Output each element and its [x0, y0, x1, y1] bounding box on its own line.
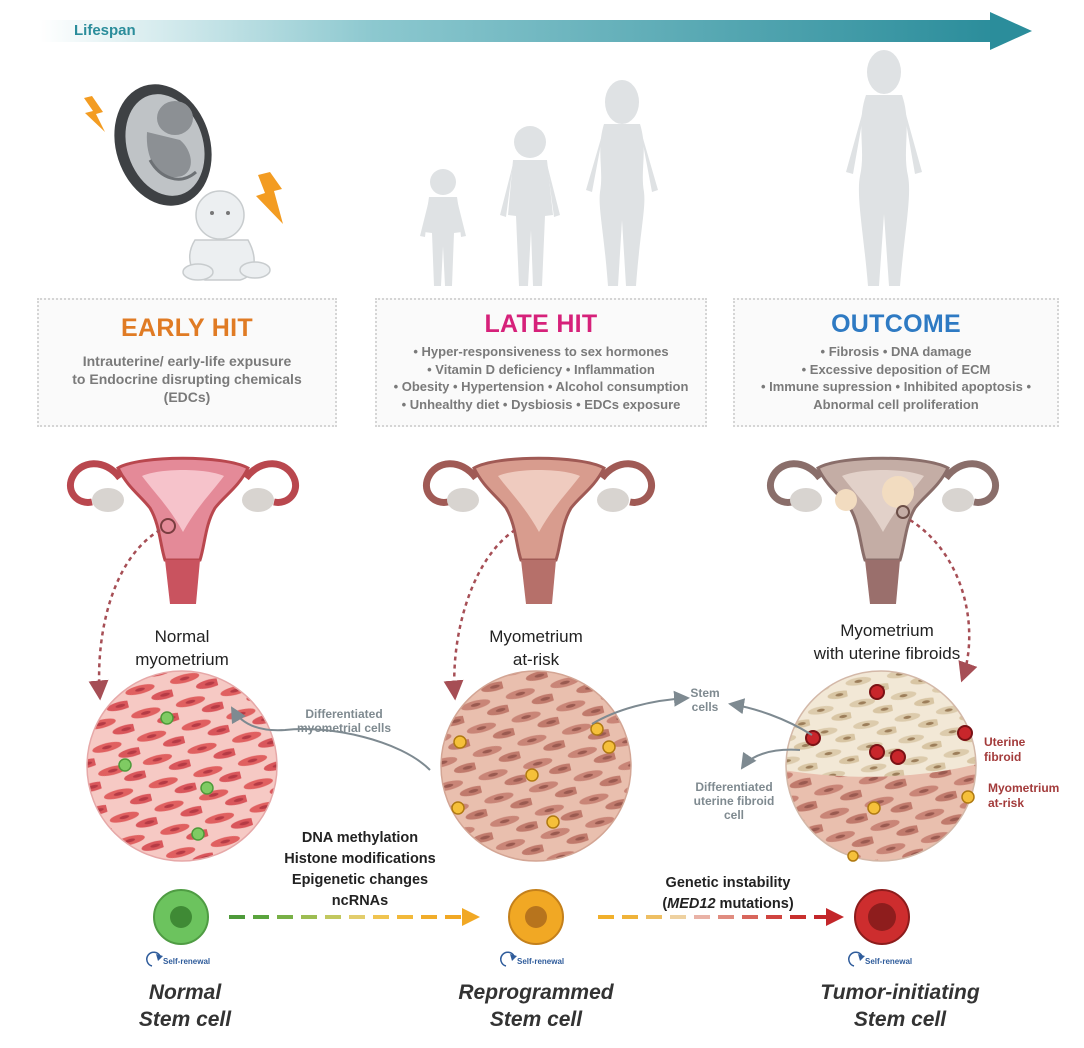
normal-stem-cell [154, 890, 208, 944]
normal-stem-cell-label: Normal Stem cell [90, 979, 280, 1033]
differentiated-fibroid-cell-label: Differentiated uterine fibroid cell [675, 780, 793, 822]
early-hit-box: EARLY HIT Intrauterine/ early-life expus… [37, 298, 337, 427]
teen-silhouette [586, 80, 658, 286]
lightning-bolt-icon [84, 96, 105, 132]
uterus-normal-illustration [70, 458, 295, 604]
early-hit-title: EARLY HIT [39, 314, 335, 343]
stage-caption-normal: Normal myometrium [112, 625, 252, 671]
uterine-fibroid-label: Uterine fibroid [984, 735, 1025, 765]
dotted-arrow-1 [99, 530, 160, 698]
self-renewal-icon [849, 952, 865, 966]
self-renewal-icon [147, 952, 163, 966]
woman-silhouette [846, 50, 922, 286]
late-hit-title: LATE HIT [377, 310, 705, 339]
stage-caption-at-risk: Myometrium at-risk [466, 625, 606, 671]
lifespan-label: Lifespan [74, 22, 136, 40]
outcome-box: OUTCOME • Fibrosis • DNA damage • Excess… [733, 298, 1059, 427]
dotted-arrow-2 [454, 530, 515, 698]
early-hit-description: Intrauterine/ early-life expusure to End… [39, 352, 335, 406]
self-renewal-label: Self-renewal [163, 957, 210, 966]
uterus-at-risk-illustration [426, 458, 651, 604]
tumor-initiating-stem-cell-label: Tumor-initiating Stem cell [790, 979, 1010, 1033]
lightning-bolt-icon [256, 172, 283, 224]
stage-caption-fibroids: Myometrium with uterine fibroids [792, 619, 982, 665]
tumor-initiating-stem-cell [855, 890, 909, 944]
reprogrammed-stem-cell-label: Reprogrammed Stem cell [430, 979, 642, 1033]
self-renewal-label: Self-renewal [517, 957, 564, 966]
late-hit-factors: • Hyper-responsiveness to sex hormones •… [377, 343, 705, 413]
stem-cells-label: Stem cells [680, 686, 730, 714]
differentiated-myometrial-cells-label: Differentiated myometrial cells [284, 707, 404, 735]
late-hit-box: LATE HIT • Hyper-responsiveness to sex h… [375, 298, 707, 427]
reprogrammed-stem-cell [509, 890, 563, 944]
lifespan-arrow [40, 12, 1032, 50]
self-renewal-label: Self-renewal [865, 957, 912, 966]
self-renewal-icon [501, 952, 517, 966]
epigenetic-mechanisms: DNA methylation Histone modifications Ep… [250, 828, 470, 912]
tissue-myometrium-with-fibroids [783, 664, 993, 874]
girl-silhouette [500, 126, 560, 286]
outcome-title: OUTCOME [735, 310, 1057, 339]
myometrium-at-risk-label: Myometrium at-risk [988, 781, 1059, 811]
genetic-mechanisms: Genetic instability (MED12 mutations) [628, 873, 828, 915]
child-silhouette [420, 169, 466, 286]
baby-icon [183, 191, 270, 280]
uterus-fibroid-illustration [770, 458, 995, 604]
med12-gene: MED12 [667, 896, 715, 912]
outcome-list: • Fibrosis • DNA damage • Excessive depo… [735, 343, 1057, 413]
